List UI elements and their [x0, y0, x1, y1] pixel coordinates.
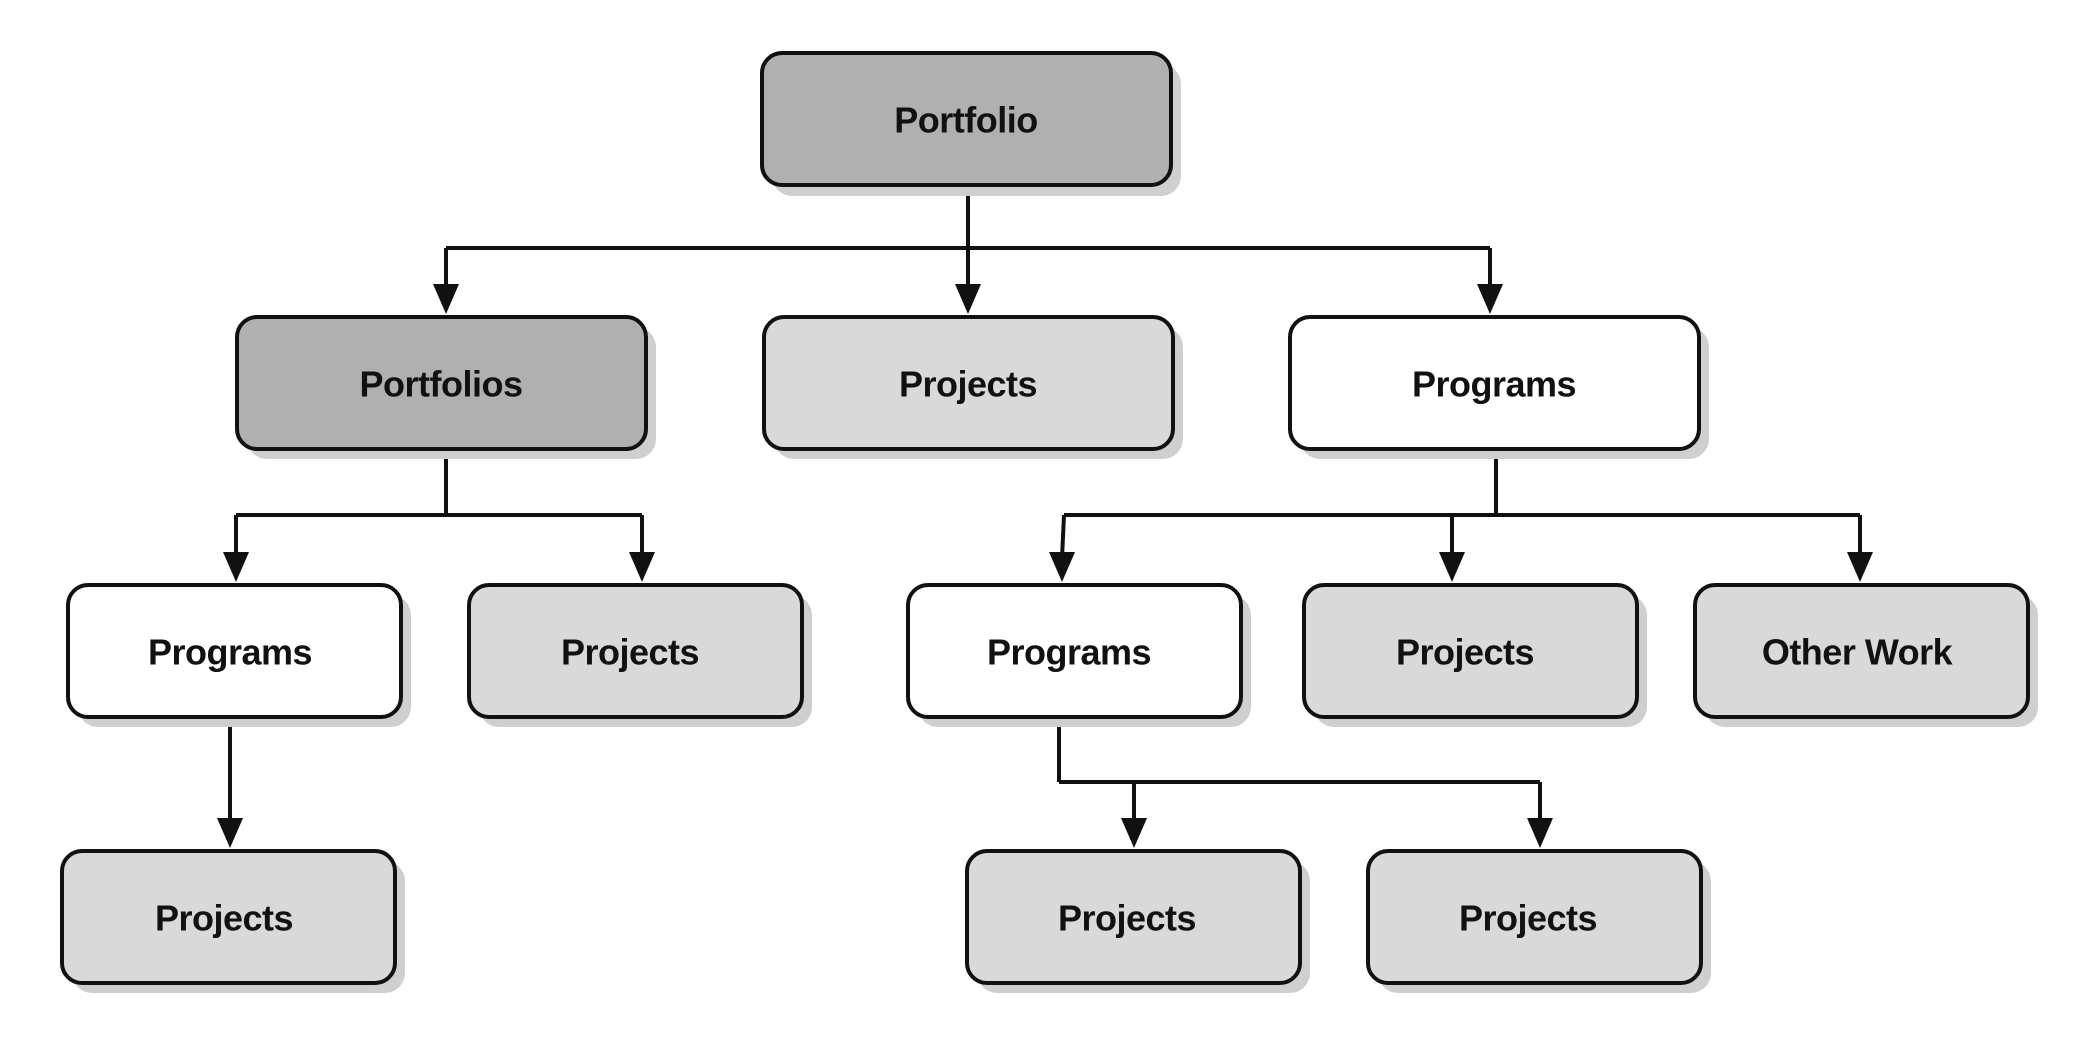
node-programs-programs-label: Programs: [987, 632, 1151, 673]
node-programs-programs-box: [906, 583, 1243, 719]
node-programs-programs-projects-2-box: [1366, 849, 1703, 985]
arrowhead-pg-pg-projects-2: [1527, 818, 1553, 848]
node-programs-projects-label: Projects: [1396, 632, 1534, 673]
connectors: [217, 184, 1873, 848]
node-portfolios-projects[interactable]: Projects: [467, 583, 812, 727]
node-programs-programs-projects-1-label: Projects: [1058, 898, 1196, 939]
node-root-programs-box: [1288, 315, 1701, 451]
arrowhead-pf-projects: [629, 552, 655, 582]
node-programs-other-work-label: Other Work: [1762, 632, 1954, 673]
arrowhead-pf-programs: [223, 552, 249, 582]
node-portfolios-projects-box: [467, 583, 804, 719]
node-portfolios-projects-label: Projects: [561, 632, 699, 673]
node-programs-other-work-box: [1693, 583, 2030, 719]
arrowhead-pg-pg-projects-1: [1121, 818, 1147, 848]
arrowhead-root-programs: [1477, 284, 1503, 314]
node-portfolios-programs-label: Programs: [148, 632, 312, 673]
arrowhead-pg-other-work: [1847, 552, 1873, 582]
node-portfolios-programs-projects[interactable]: Projects: [60, 849, 405, 993]
node-programs-programs[interactable]: Programs: [906, 583, 1251, 727]
node-portfolios-programs-box: [66, 583, 403, 719]
node-root-programs-label: Programs: [1412, 364, 1576, 405]
node-portfolios-label: Portfolios: [360, 364, 523, 405]
node-programs-programs-projects-2-label: Projects: [1459, 898, 1597, 939]
connector-programs-to-programs: [1060, 514, 1066, 559]
node-programs-other-work[interactable]: Other Work: [1693, 583, 2038, 727]
node-portfolios-box: [235, 315, 648, 451]
node-portfolio-root[interactable]: Portfolio: [760, 51, 1181, 196]
node-root-programs[interactable]: Programs: [1288, 315, 1709, 459]
node-portfolios-programs-projects-box: [60, 849, 397, 985]
node-programs-programs-projects-1-box: [965, 849, 1302, 985]
arrowhead-pg-programs: [1049, 552, 1075, 582]
node-portfolios-programs-projects-label: Projects: [155, 898, 293, 939]
node-portfolios[interactable]: Portfolios: [235, 315, 656, 459]
arrowhead-pf-pg-projects: [217, 818, 243, 848]
arrowhead-pg-projects: [1439, 552, 1465, 582]
arrowhead-portfolios: [433, 284, 459, 314]
node-portfolio-root-label: Portfolio: [894, 100, 1037, 141]
node-programs-programs-projects-1[interactable]: Projects: [965, 849, 1310, 993]
node-portfolios-programs[interactable]: Programs: [66, 583, 411, 727]
node-root-projects-label: Projects: [899, 364, 1037, 405]
node-programs-projects[interactable]: Projects: [1302, 583, 1647, 727]
node-programs-programs-projects-2[interactable]: Projects: [1366, 849, 1711, 993]
node-portfolio-root-box: [760, 51, 1173, 187]
arrowhead-root-projects: [955, 284, 981, 314]
node-programs-projects-box: [1302, 583, 1639, 719]
nodes: Portfolio Portfolios Projects Programs P…: [60, 51, 2038, 993]
node-root-projects-box: [762, 315, 1175, 451]
node-root-projects[interactable]: Projects: [762, 315, 1183, 459]
